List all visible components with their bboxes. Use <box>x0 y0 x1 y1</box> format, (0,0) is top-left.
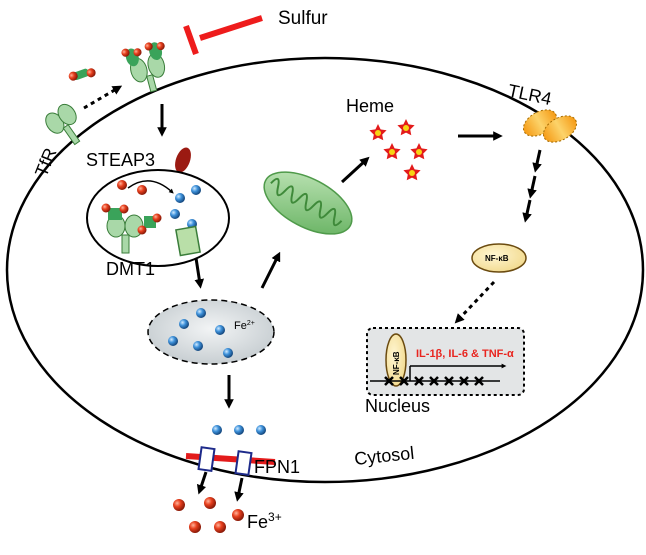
tfr-binding-arrow <box>83 85 123 110</box>
nfkb-translocation-arrow <box>454 280 496 324</box>
transcription-arrow <box>409 363 507 381</box>
mitochondrion-icon <box>263 171 353 235</box>
tfr-bound-complex-icon <box>120 38 168 93</box>
nucleus-nfkb-icon: NF-κB <box>385 333 407 387</box>
sulfur-label: Sulfur <box>278 8 328 29</box>
cytosolic-ferrous-iron-icon <box>212 425 266 435</box>
dmt1-transporter-icon <box>175 225 201 257</box>
tfr-label: TfR <box>31 145 60 179</box>
cytosol-label: Cytosol <box>353 443 415 469</box>
svg-text:NF-κB: NF-κB <box>392 351 401 375</box>
nfkb-cytosol-label: NF-κB <box>485 254 509 263</box>
fpn1-export-arrow-right <box>234 477 244 502</box>
endosome-iron-release-icon <box>117 180 201 229</box>
steap3-label: STEAP3 <box>86 150 155 170</box>
cell-membrane <box>5 56 645 484</box>
sulfur-inhibition-icon <box>183 15 263 56</box>
tlr4-receptor-icon <box>522 109 578 143</box>
labile-iron-pool <box>147 299 275 365</box>
mito-to-heme-arrow <box>340 156 370 184</box>
nucleus-label: Nucleus <box>365 396 430 416</box>
nfkb-cytosol-icon <box>471 243 527 273</box>
heme-icon <box>369 119 428 181</box>
steap3-icon <box>175 147 191 173</box>
ferrous-iron-icon <box>168 308 233 358</box>
tfr-receptor-icon <box>45 103 81 146</box>
fe2-label: Fe2+ <box>234 320 255 332</box>
signaling-cascade-arrows <box>522 149 542 223</box>
pool-to-mito-arrow <box>260 251 281 289</box>
cytokines-label: IL-1β, IL-6 & TNF-α <box>416 348 514 360</box>
ferric-iron-icon <box>173 497 244 533</box>
fpn1-label: FPN1 <box>254 457 300 477</box>
tlr4-label: TLR4 <box>506 80 553 109</box>
transferrin-outside-icon <box>68 68 96 81</box>
dmt1-label: DMT1 <box>106 259 155 279</box>
fpn1-export-arrow-left <box>196 471 208 495</box>
dna-strand-icon <box>370 376 500 386</box>
fe3-label: Fe3+ <box>247 510 282 532</box>
dmt1-export-arrow <box>194 257 205 289</box>
endosome-tfr-complex-icon <box>101 203 162 254</box>
fpn1-transporter-icon <box>185 446 276 476</box>
heme-label: Heme <box>346 96 394 116</box>
